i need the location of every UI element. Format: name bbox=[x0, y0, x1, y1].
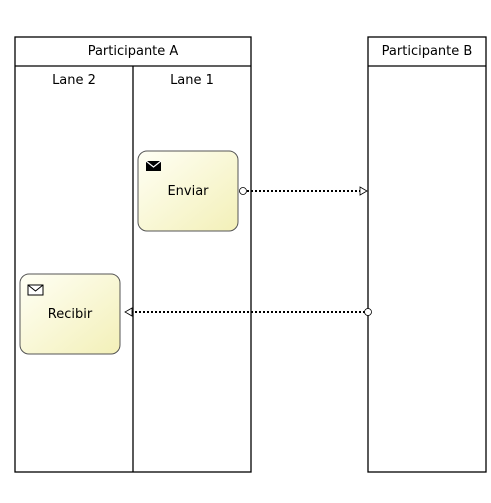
lane-1-title: Lane 1 bbox=[170, 73, 214, 88]
pool-b-title: Participante B bbox=[382, 44, 473, 59]
pool-participante-a[interactable]: Participante A Lane 2 Lane 1 bbox=[14, 36, 252, 473]
task-recibir[interactable]: Recibir bbox=[19, 273, 121, 355]
message-flow-arrowhead bbox=[124, 307, 133, 317]
task-recibir-label: Recibir bbox=[48, 307, 93, 322]
pool-a-title: Participante A bbox=[88, 44, 179, 59]
task-enviar-box bbox=[137, 150, 239, 232]
pool-participante-b[interactable]: Participante B bbox=[367, 36, 487, 473]
envelope-filled-icon bbox=[145, 160, 162, 171]
envelope-outline-icon bbox=[27, 284, 44, 296]
message-flow-b-to-recibir[interactable] bbox=[124, 307, 372, 317]
message-flow-arrowhead bbox=[359, 186, 368, 196]
lane-2-title: Lane 2 bbox=[52, 73, 96, 88]
task-enviar[interactable]: Enviar bbox=[137, 150, 239, 232]
task-recibir-box bbox=[19, 273, 121, 355]
pool-b-border bbox=[367, 36, 487, 473]
message-flow-start-circle bbox=[364, 308, 372, 316]
message-flow-enviar-to-b[interactable] bbox=[239, 186, 368, 196]
lane-1[interactable]: Lane 1 bbox=[170, 73, 214, 88]
lane-2[interactable]: Lane 2 bbox=[52, 73, 96, 88]
task-enviar-label: Enviar bbox=[167, 184, 209, 199]
message-flow-start-circle bbox=[239, 187, 247, 195]
